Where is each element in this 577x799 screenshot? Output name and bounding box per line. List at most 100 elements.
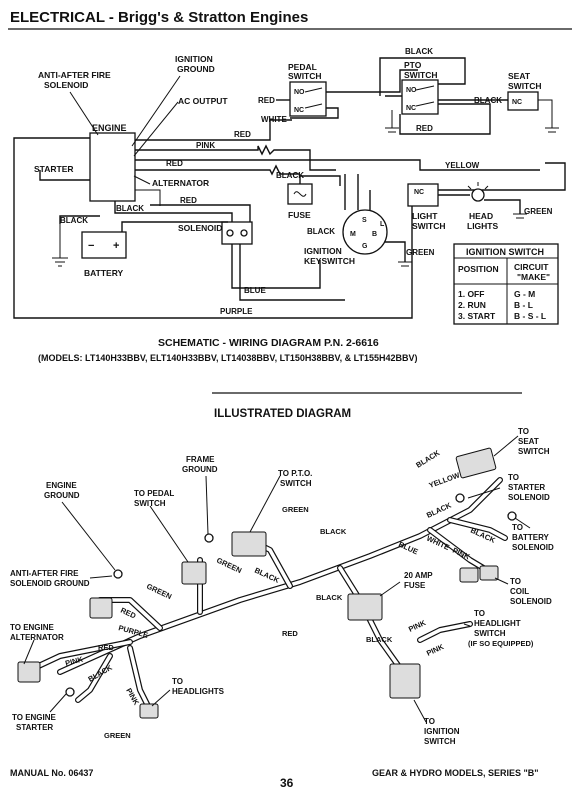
table-row-position: 2. RUN bbox=[458, 300, 486, 310]
wire-label-red: RED bbox=[258, 96, 275, 105]
label-to-battery-solenoid: SOLENOID bbox=[512, 543, 554, 552]
leader-frame-ground bbox=[205, 475, 209, 535]
label-to-engine-starter: TO ENGINE bbox=[12, 713, 57, 722]
pedal-nc-label: NC bbox=[294, 107, 304, 114]
engine-ground-ring bbox=[113, 569, 123, 579]
headlight-ground-symbol bbox=[513, 213, 527, 219]
harness-label-blue: BLUE bbox=[397, 540, 419, 557]
table-title: IGNITION SWITCH bbox=[466, 247, 544, 257]
label-engine-ground: ENGINE bbox=[46, 481, 77, 490]
label-head-lights: HEAD bbox=[469, 211, 493, 221]
key-l: L bbox=[380, 221, 385, 228]
pto-switch-connector bbox=[231, 531, 267, 557]
leader-afs-ground bbox=[89, 575, 113, 579]
wire-label-red: RED bbox=[234, 130, 251, 139]
label-afs-ground: SOLENOID GROUND bbox=[10, 579, 90, 588]
wire-label-green: GREEN bbox=[524, 207, 553, 216]
yellow-wire-run bbox=[135, 159, 540, 171]
label-to-headlight-switch: SWITCH bbox=[474, 629, 506, 638]
label-ignition-ground: IGNITION bbox=[175, 54, 213, 64]
wire-label-black: BLACK bbox=[405, 47, 433, 56]
solenoid-body bbox=[221, 221, 253, 245]
label-to-headlights: HEADLIGHTS bbox=[172, 687, 225, 696]
black-wire-solenoid bbox=[114, 201, 233, 222]
label-to-coil-solenoid: TO bbox=[510, 577, 521, 586]
label-to-battery-solenoid: BATTERY bbox=[512, 533, 550, 542]
label-to-pto: TO P.T.O. bbox=[278, 469, 312, 478]
label-fuse: FUSE bbox=[288, 210, 311, 220]
label-20-amp-fuse: 20 AMP bbox=[404, 571, 433, 580]
pedal-no-label: NO bbox=[294, 89, 305, 96]
harness-label-black: BLACK bbox=[366, 635, 393, 644]
battery-solenoid-ring bbox=[507, 511, 517, 521]
harness-label-red: RED bbox=[282, 629, 298, 638]
fuse-wire bbox=[299, 175, 341, 186]
harness-label-green: GREEN bbox=[145, 582, 173, 601]
leader-alternator bbox=[133, 175, 151, 185]
wire-label-white: WHITE bbox=[261, 115, 287, 124]
pto-nc-label: NC bbox=[406, 105, 416, 112]
pedal-switch-body bbox=[289, 81, 327, 117]
label-head-lights: LIGHTS bbox=[467, 221, 498, 231]
harness-label-green: GREEN bbox=[282, 505, 309, 514]
black-wire-top bbox=[379, 57, 466, 96]
leader-fuse bbox=[379, 581, 401, 597]
key-b: B bbox=[372, 231, 377, 238]
seat-ground-symbol bbox=[545, 127, 559, 133]
seat-switch-body bbox=[507, 91, 539, 111]
wire-label-pink: PINK bbox=[196, 141, 215, 150]
wire-label-black: BLACK bbox=[276, 171, 304, 180]
leader-engine-starter bbox=[49, 693, 67, 713]
footer-manual: MANUAL No. 06437 bbox=[10, 768, 93, 778]
label-seat-switch: SWITCH bbox=[508, 81, 542, 91]
seat-nc-label: NC bbox=[512, 99, 522, 106]
leader-alternator bbox=[23, 639, 35, 665]
leader-headlight-switch bbox=[463, 623, 471, 627]
table-col-position: POSITION bbox=[458, 264, 499, 274]
label-engine-ground: GROUND bbox=[44, 491, 80, 500]
white-wire bbox=[290, 107, 339, 119]
leader-coil-solenoid bbox=[494, 577, 509, 585]
battery-black-wire bbox=[59, 215, 100, 224]
branch-headlights-inner bbox=[128, 646, 152, 712]
red-wire-solenoid bbox=[150, 204, 251, 222]
frame-ground-ring bbox=[204, 533, 214, 543]
leader-headlights bbox=[151, 689, 171, 707]
table-col-circuit-2: "MAKE" bbox=[517, 272, 550, 282]
pto-contacts bbox=[415, 85, 435, 107]
label-to-headlights: TO bbox=[172, 677, 183, 686]
table-row-position: 3. START bbox=[458, 311, 496, 321]
wire-label-yellow: YELLOW bbox=[445, 161, 480, 170]
pedal-contacts bbox=[304, 87, 323, 109]
battery-plus: + bbox=[113, 240, 119, 252]
wire-label-black: BLACK bbox=[307, 227, 335, 236]
label-frame-ground: GROUND bbox=[182, 465, 218, 474]
headlight-connector bbox=[139, 703, 159, 719]
label-20-amp-fuse: FUSE bbox=[404, 581, 426, 590]
wire-label-black: BLACK bbox=[116, 204, 144, 213]
battery-ground-symbol bbox=[52, 257, 68, 267]
harness-label-pink: PINK bbox=[425, 642, 446, 658]
label-to-coil-solenoid: SOLENOID bbox=[510, 597, 552, 606]
label-to-ignition-switch: TO bbox=[424, 717, 435, 726]
label-starter: STARTER bbox=[34, 164, 74, 174]
pedal-switch-connector bbox=[181, 561, 207, 585]
leader-ignition bbox=[413, 699, 427, 723]
ignition-keyswitch-body bbox=[342, 209, 388, 255]
engine-label: ENGINE bbox=[92, 123, 127, 133]
label-to-ignition-switch: IGNITION bbox=[424, 727, 460, 736]
pto-no-label: NO bbox=[406, 87, 417, 94]
label-ac-output: AC OUTPUT bbox=[178, 96, 228, 106]
light-nc-label: NC bbox=[414, 189, 424, 196]
label-pto-switch: SWITCH bbox=[404, 70, 438, 80]
starter-solenoid-ring bbox=[455, 493, 465, 503]
leader-engine-ground bbox=[61, 501, 116, 571]
label-to-seat: SWITCH bbox=[518, 447, 550, 456]
label-to-coil-solenoid: COIL bbox=[510, 587, 529, 596]
battery-body bbox=[81, 231, 127, 259]
footer-series: GEAR & HYDRO MODELS, SERIES "B" bbox=[372, 768, 539, 778]
red-wire-mid bbox=[135, 164, 300, 176]
harness-label-black: BLACK bbox=[320, 527, 347, 536]
wire-label-green: GREEN bbox=[406, 248, 435, 257]
wire-label-red: RED bbox=[180, 196, 197, 205]
